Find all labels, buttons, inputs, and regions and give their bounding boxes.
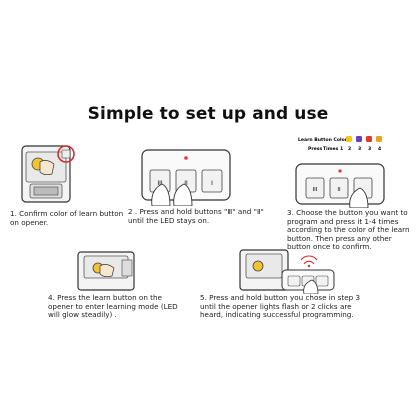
step-1-caption: 1. Confirm color of learn button on open… xyxy=(10,209,125,227)
step-3-illustration: III II xyxy=(292,162,388,208)
times-4: 4 xyxy=(378,146,381,152)
press-label: Press xyxy=(308,146,322,152)
times-3a: 3 xyxy=(358,146,361,152)
step-1-number: 1. xyxy=(10,209,17,218)
swatch-yellow xyxy=(346,136,352,142)
color-table: Learn Button Color Press Times 1 2 3 3 4 xyxy=(290,133,410,173)
remote-button-iii: III xyxy=(157,180,163,187)
times-1: 1 xyxy=(340,146,343,152)
swatch-orange xyxy=(376,136,382,142)
signal-icon xyxy=(300,255,318,268)
step-2-text: Press and hold buttons "Ⅲ" and "Ⅱ" until… xyxy=(128,207,264,225)
swatch-red xyxy=(366,136,372,142)
page-title: Simple to set up and use xyxy=(87,104,329,124)
step-2-illustration: III II I xyxy=(138,146,234,206)
remote-button-ii: II xyxy=(184,180,188,187)
step-2-number: 2 . xyxy=(128,207,138,216)
step-4-caption: 4. Press the learn button on the opener … xyxy=(48,293,188,320)
svg-text:III: III xyxy=(313,187,318,193)
step-3-number: 3. xyxy=(287,208,294,217)
remote-button-i: I xyxy=(211,180,213,187)
step-5-illustration xyxy=(238,248,338,294)
step-1-text: Confirm color of learn button on opener. xyxy=(10,209,124,227)
step-2-caption: 2 . Press and hold buttons "Ⅲ" and "Ⅱ" u… xyxy=(128,207,273,225)
times-label: Times xyxy=(323,146,339,152)
color-table-header: Learn Button Color xyxy=(298,137,348,143)
step-1-illustration xyxy=(16,140,84,206)
step-4-illustration xyxy=(74,250,140,292)
swatch-purple xyxy=(356,136,362,142)
times-2: 2 xyxy=(348,146,351,152)
times-3b: 3 xyxy=(368,146,371,152)
step-4-number: 4. xyxy=(48,293,55,302)
step-5-caption: 5. Press and hold button you chose in st… xyxy=(200,293,365,320)
svg-text:II: II xyxy=(337,187,341,193)
step-3-text: Choose the button you want to program an… xyxy=(287,208,410,252)
step-5-text: Press and hold button you chose in step … xyxy=(200,293,361,320)
step-3-caption: 3. Choose the button you want to program… xyxy=(287,208,415,252)
step-4-text: Press the learn button on the opener to … xyxy=(48,293,178,320)
step-5-number: 5. xyxy=(200,293,207,302)
led-icon xyxy=(184,156,188,160)
